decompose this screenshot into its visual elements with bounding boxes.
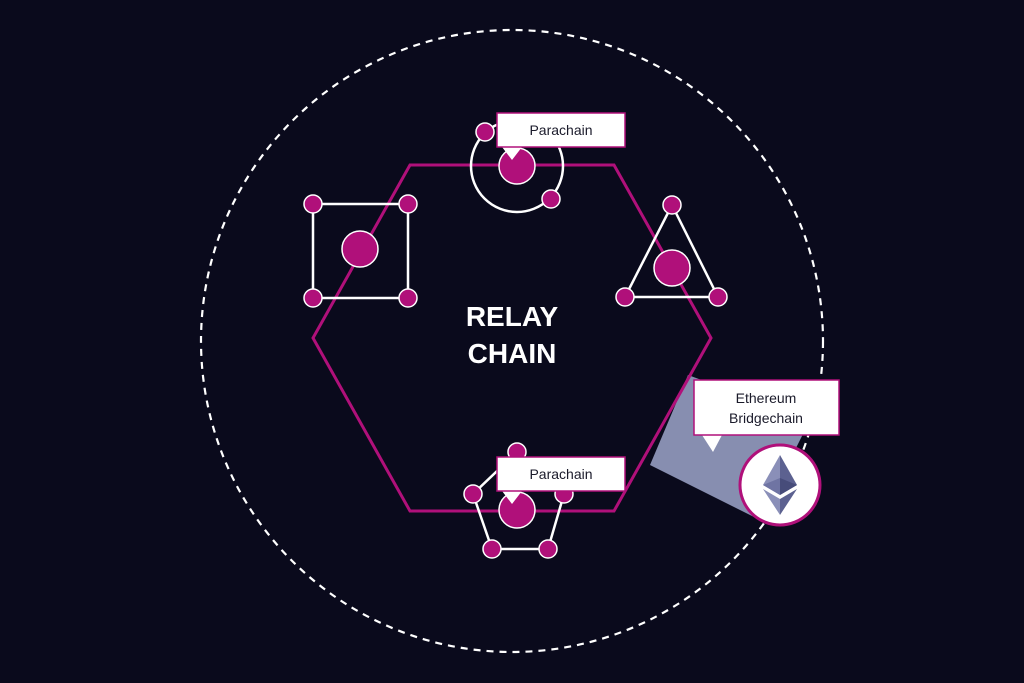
ethereum-node [738, 443, 822, 527]
callout-pointer [702, 435, 722, 452]
square-parachain-node [303, 288, 323, 308]
relay-chain-hexagon [311, 163, 713, 513]
square-parachain-node [398, 194, 418, 214]
triangle-parachain-frame [622, 202, 721, 299]
triangle-parachain [615, 195, 728, 307]
ethereum-callout: Ethereum Bridgechain [693, 379, 840, 452]
triangle-parachain-node [662, 195, 682, 215]
callout-box [496, 112, 626, 148]
circular-parachain-node [475, 122, 495, 142]
square-parachain-core [341, 230, 379, 268]
square-parachain-frame [311, 202, 410, 300]
pentagon-parachain-node [463, 484, 483, 504]
parachain-callout-top: Parachain [496, 112, 626, 160]
callout-box [693, 379, 840, 436]
callout-box [496, 456, 626, 492]
square-parachain-node [398, 288, 418, 308]
triangle-parachain-node [615, 287, 635, 307]
circular-parachain-node [541, 189, 561, 209]
network-boundary-dashed-circle [199, 28, 825, 654]
ethereum-callout-line1: Ethereum [736, 390, 797, 406]
triangle-parachain-core [653, 249, 691, 287]
square-parachain [303, 194, 418, 308]
pentagon-parachain-node [538, 539, 558, 559]
triangle-parachain-node [708, 287, 728, 307]
parachain-callout-bottom: Parachain [496, 456, 626, 504]
ethereum-diamond-icon [763, 455, 797, 515]
parachain-callout-bottom-label: Parachain [529, 466, 592, 482]
relay-chain-label-line2: CHAIN [468, 338, 557, 369]
relay-chain-label-line1: RELAY [466, 301, 559, 332]
ethereum-callout-line2: Bridgechain [729, 410, 803, 426]
square-parachain-node [303, 194, 323, 214]
callout-pointer [502, 147, 522, 160]
parachain-callout-top-label: Parachain [529, 122, 592, 138]
pentagon-parachain-node [482, 539, 502, 559]
callout-pointer [502, 491, 522, 504]
